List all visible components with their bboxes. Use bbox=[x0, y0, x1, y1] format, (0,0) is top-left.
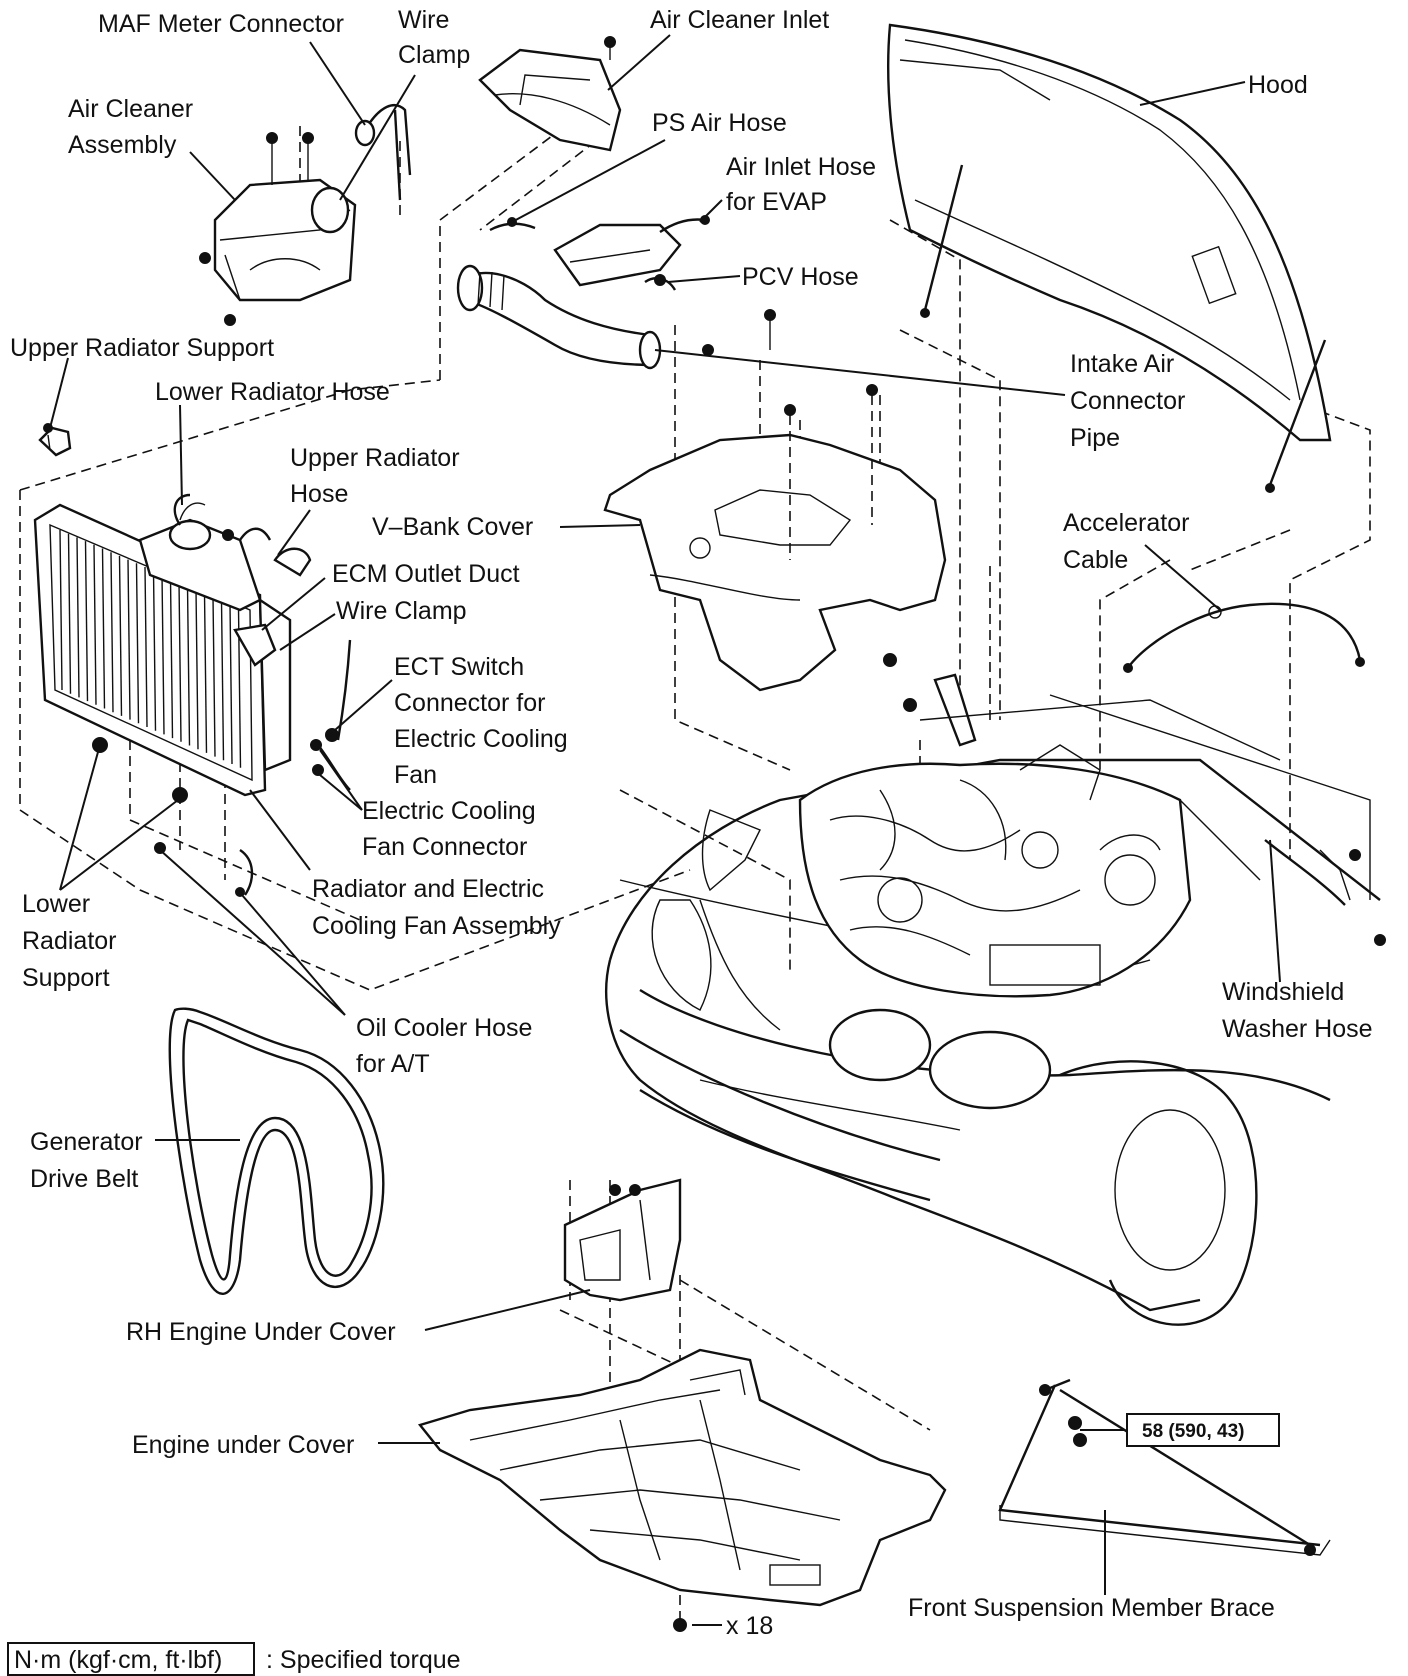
v-bank-bolts bbox=[702, 309, 878, 416]
label-rh-engine-under-cover: RH Engine Under Cover bbox=[126, 1318, 396, 1346]
engine-under-cover bbox=[417, 1348, 947, 1632]
label-maf-meter-connector: MAF Meter Connector bbox=[98, 10, 344, 38]
leader-lines bbox=[49, 34, 1281, 1626]
radiator-fin bbox=[152, 570, 157, 731]
label-v-bank-cover: V–Bank Cover bbox=[372, 513, 533, 541]
radiator-fan-assembly bbox=[33, 493, 352, 897]
label-accelerator-cable-2: Cable bbox=[1063, 546, 1128, 574]
label-ect-switch-3: Electric Cooling bbox=[394, 725, 568, 753]
label-radiator-fan-assembly-1: Radiator and Electric bbox=[312, 875, 544, 903]
torque-value: 58 (590, 43) bbox=[1142, 1421, 1244, 1442]
torque-box bbox=[1126, 1413, 1280, 1447]
label-lower-radiator-support-3: Support bbox=[22, 964, 110, 992]
label-air-cleaner-inlet: Air Cleaner Inlet bbox=[650, 6, 829, 34]
radiator-fin bbox=[59, 529, 63, 691]
label-ecm-outlet-duct: ECM Outlet Duct bbox=[332, 560, 520, 588]
air-cleaner-inlet bbox=[478, 36, 622, 152]
radiator-fin bbox=[76, 537, 80, 698]
label-oil-cooler-hose-2: for A/T bbox=[356, 1050, 430, 1078]
label-electric-cooling-fan-connector-1: Electric Cooling bbox=[362, 797, 536, 825]
air-cleaner-assembly bbox=[199, 132, 357, 326]
label-ect-switch-1: ECT Switch bbox=[394, 653, 524, 681]
torque-legend: N·m (kgf·cm, ft·lbf) : Specified torque bbox=[7, 1642, 461, 1676]
radiator-fin bbox=[186, 585, 191, 746]
upper-radiator-support bbox=[38, 423, 72, 457]
legend-text: : Specified torque bbox=[266, 1646, 461, 1674]
engine-block bbox=[798, 744, 1192, 998]
radiator-fin bbox=[135, 563, 140, 724]
windshield-washer-hose bbox=[1264, 839, 1386, 946]
radiator-fin bbox=[110, 552, 114, 713]
label-air-cleaner-assembly-2: Assembly bbox=[68, 131, 177, 159]
vehicle-body bbox=[605, 694, 1381, 1326]
label-intake-air-connector-pipe-2: Connector bbox=[1070, 387, 1185, 415]
legend-unit-box bbox=[7, 1642, 255, 1676]
accelerator-cable bbox=[1123, 602, 1365, 673]
label-hood: Hood bbox=[1248, 71, 1308, 99]
label-intake-air-connector-pipe-3: Pipe bbox=[1070, 424, 1120, 452]
radiator-fin bbox=[203, 592, 208, 753]
label-electric-cooling-fan-connector-2: Fan Connector bbox=[362, 833, 527, 861]
radiator-fin bbox=[93, 544, 97, 705]
label-intake-air-connector-pipe-1: Intake Air bbox=[1070, 350, 1174, 378]
label-air-cleaner-assembly-1: Air Cleaner bbox=[68, 95, 193, 123]
label-front-suspension-member-brace: Front Suspension Member Brace bbox=[908, 1594, 1275, 1622]
radiator-fin bbox=[118, 555, 123, 716]
label-oil-cooler-hose-1: Oil Cooler Hose bbox=[356, 1014, 532, 1042]
label-ect-switch-2: Connector for bbox=[394, 689, 545, 717]
label-pcv-hose: PCV Hose bbox=[742, 263, 859, 291]
label-lower-radiator-support-2: Radiator bbox=[22, 927, 117, 955]
radiator-fin bbox=[161, 574, 165, 735]
label-upper-radiator-hose-1: Upper Radiator bbox=[290, 444, 460, 472]
label-accelerator-cable-1: Accelerator bbox=[1063, 509, 1189, 537]
label-wire-clamp-mid: Wire Clamp bbox=[336, 597, 467, 625]
label-lower-radiator-support-1: Lower bbox=[22, 890, 90, 918]
radiator-fin bbox=[127, 559, 131, 720]
radiator-fin bbox=[212, 596, 216, 757]
label-ps-air-hose: PS Air Hose bbox=[652, 109, 787, 137]
legend-unit: N·m (kgf·cm, ft·lbf) bbox=[14, 1646, 222, 1674]
label-engine-under-cover: Engine under Cover bbox=[132, 1431, 354, 1459]
label-wire-clamp-top-2: Clamp bbox=[398, 41, 470, 69]
torque-callout: 58 (590, 43) bbox=[1126, 1413, 1280, 1447]
label-air-inlet-hose-evap-1: Air Inlet Hose bbox=[726, 153, 876, 181]
bolt-count: x 18 bbox=[726, 1612, 773, 1640]
label-ect-switch-4: Fan bbox=[394, 761, 437, 789]
radiator-fin bbox=[178, 581, 182, 742]
label-windshield-washer-hose-2: Washer Hose bbox=[1222, 1015, 1373, 1043]
radiator-fin bbox=[229, 603, 233, 765]
rh-engine-under-cover bbox=[563, 1178, 682, 1302]
radiator-fin bbox=[144, 566, 148, 728]
label-wire-clamp-top-1: Wire bbox=[398, 6, 449, 34]
label-upper-radiator-hose-2: Hose bbox=[290, 480, 348, 508]
hood bbox=[887, 23, 1332, 493]
front-suspension-member-brace bbox=[998, 1378, 1331, 1556]
part-labels: MAF Meter Connector Wire Clamp Air Clean… bbox=[10, 6, 1373, 1622]
maf-meter-connector bbox=[354, 104, 412, 201]
radiator-fin bbox=[67, 533, 72, 694]
label-generator-drive-belt-2: Drive Belt bbox=[30, 1165, 138, 1193]
label-lower-radiator-hose: Lower Radiator Hose bbox=[155, 378, 390, 406]
label-upper-radiator-support: Upper Radiator Support bbox=[10, 334, 274, 362]
label-radiator-fan-assembly-2: Cooling Fan Assembly bbox=[312, 912, 561, 940]
label-generator-drive-belt-1: Generator bbox=[30, 1128, 143, 1156]
label-windshield-washer-hose-1: Windshield bbox=[1222, 978, 1344, 1006]
v-bank-cover bbox=[603, 395, 947, 692]
radiator-fin bbox=[84, 541, 89, 702]
intake-air-connector-pipe bbox=[456, 223, 682, 370]
engine-bracket bbox=[883, 653, 977, 747]
generator-drive-belt bbox=[168, 1007, 385, 1295]
radiator-fin bbox=[195, 589, 199, 750]
radiator-fin bbox=[101, 548, 106, 709]
radiator-fin bbox=[220, 600, 225, 761]
label-air-inlet-hose-evap-2: for EVAP bbox=[726, 188, 827, 216]
radiator-fin bbox=[169, 578, 174, 739]
